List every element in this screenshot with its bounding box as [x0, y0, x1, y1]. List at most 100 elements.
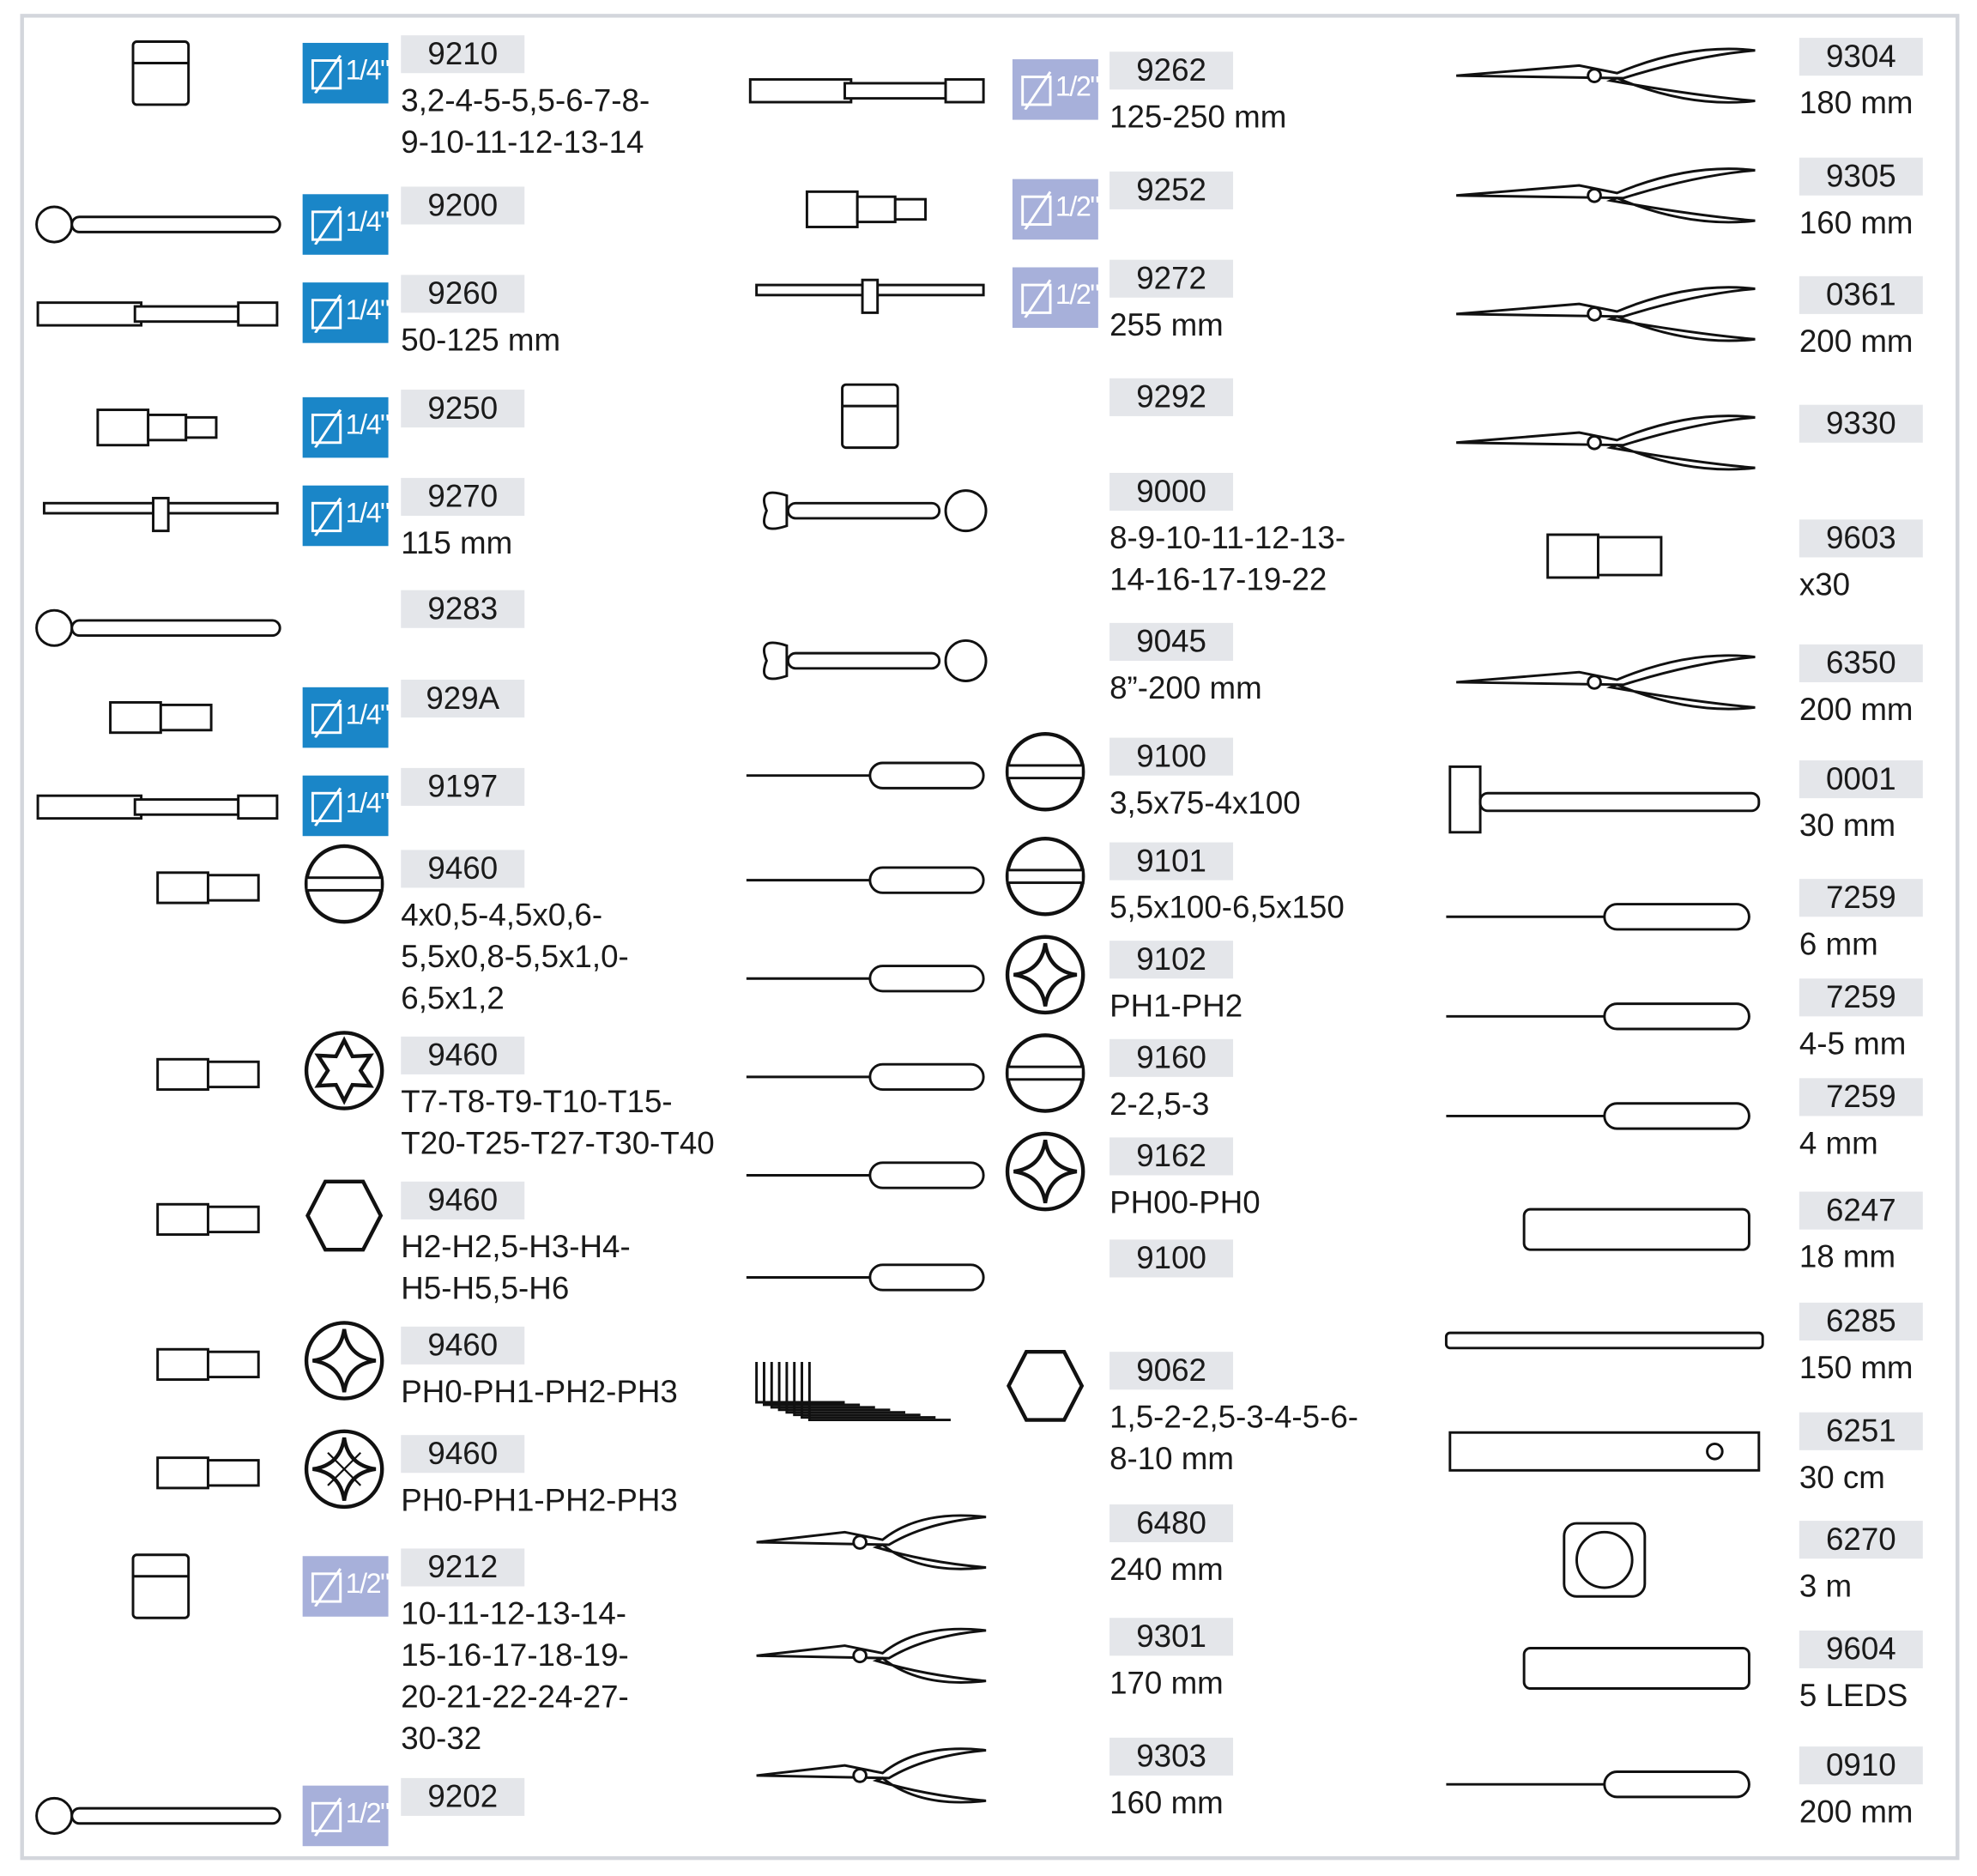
- item-code: 0361: [1799, 275, 1923, 314]
- square-drive-icon: [311, 54, 342, 94]
- item-spec: 2-2,5-3: [1109, 1086, 1210, 1123]
- hex-tip-icon: [1007, 1349, 1085, 1422]
- drive-size-label: 1/2": [1055, 70, 1100, 103]
- item-code: 9603: [1799, 519, 1923, 558]
- bit-icon: [156, 1347, 260, 1381]
- square-drive-icon: [311, 1797, 342, 1837]
- square-drive-icon: [311, 294, 342, 333]
- slotted-tip-icon: [1005, 731, 1085, 812]
- adjustable-wrench-icon: [763, 638, 988, 682]
- drive-size-label: 1/4": [345, 496, 390, 529]
- bit-icon: [156, 1202, 260, 1237]
- item-code: 9062: [1109, 1352, 1234, 1390]
- bit-icon: [156, 871, 260, 905]
- item-spec: 10-11-12-13-14-: [401, 1596, 627, 1632]
- drive-size-badge: 1/2": [1012, 59, 1100, 120]
- item-spec: 50-125 mm: [401, 323, 561, 359]
- socket-icon: [131, 40, 190, 106]
- square-drive-icon: [1021, 70, 1052, 110]
- item-spec: 200 mm: [1799, 1794, 1914, 1831]
- hex-tip-icon: [305, 1179, 384, 1252]
- item-spec: 9-10-11-12-13-14: [401, 124, 644, 160]
- item-code: 9197: [401, 767, 525, 806]
- item-code: 9305: [1799, 157, 1923, 196]
- item-spec: 30-32: [401, 1721, 482, 1757]
- drive-size-label: 1/2": [1055, 190, 1100, 222]
- drive-size-badge: 1/4": [302, 396, 390, 458]
- item-code: 9460: [401, 1326, 525, 1365]
- punch-icon: [1446, 1002, 1750, 1031]
- hex-key-set-icon: [755, 1361, 951, 1422]
- spirit-level-icon: [1448, 1431, 1761, 1472]
- item-spec: 14-16-17-19-22: [1109, 562, 1327, 598]
- square-drive-icon: [1021, 191, 1052, 230]
- item-spec: 30 cm: [1799, 1460, 1885, 1496]
- item-code: 9200: [401, 186, 525, 225]
- item-code: 9460: [401, 1036, 525, 1074]
- item-spec: x30: [1799, 567, 1851, 603]
- hacksaw-blade-icon: [1444, 1331, 1764, 1350]
- item-code: 6480: [1109, 1504, 1234, 1543]
- item-code: 6285: [1799, 1302, 1923, 1340]
- screwdriver-icon: [746, 866, 985, 894]
- drive-size-label: 1/4": [345, 786, 390, 819]
- item-spec: 3,5x75-4x100: [1109, 785, 1301, 821]
- drive-size-label: 1/2": [345, 1796, 390, 1829]
- item-code: 9301: [1109, 1618, 1234, 1656]
- square-drive-icon: [1021, 279, 1052, 318]
- square-drive-icon: [311, 206, 342, 245]
- tape-measure-icon: [1563, 1522, 1647, 1598]
- item-spec: 5,5x0,8-5,5x1,0-: [401, 939, 629, 975]
- chisel-icon: [1446, 903, 1750, 931]
- universal-joint-icon: [805, 190, 928, 228]
- electrician-pliers-icon: [1456, 286, 1756, 342]
- drive-size-badge: 1/2": [1012, 267, 1100, 329]
- slotted-tip-icon: [1005, 836, 1085, 917]
- bit-adapter-icon: [109, 700, 213, 735]
- item-code: 9330: [1799, 404, 1923, 443]
- item-spec: 3 m: [1799, 1568, 1853, 1605]
- item-code: 929A: [401, 680, 525, 718]
- drive-size-label: 1/4": [345, 205, 390, 238]
- item-code: 9212: [401, 1548, 525, 1587]
- torx-tip-icon: [304, 1031, 384, 1110]
- item-spec: 6 mm: [1799, 927, 1878, 963]
- item-spec: 8-10 mm: [1109, 1441, 1235, 1477]
- item-spec: 115 mm: [401, 525, 513, 561]
- item-code: 6247: [1799, 1191, 1923, 1230]
- item-code: 9250: [401, 390, 525, 428]
- ratchet-icon: [35, 1796, 281, 1835]
- adapter-icon: [841, 383, 899, 450]
- item-code: 0910: [1799, 1746, 1923, 1785]
- item-spec: 240 mm: [1109, 1552, 1224, 1588]
- item-code: 6350: [1799, 644, 1923, 682]
- item-spec: T7-T8-T9-T10-T15-: [401, 1084, 673, 1120]
- long-nose-pliers-icon: [756, 1627, 987, 1684]
- item-code: 9160: [1109, 1038, 1234, 1077]
- item-code: 6270: [1799, 1521, 1923, 1559]
- item-code: 9283: [401, 590, 525, 628]
- item-code: 9460: [401, 1181, 525, 1219]
- item-spec: 200 mm: [1799, 324, 1914, 360]
- item-code: 9292: [1109, 378, 1234, 416]
- square-drive-icon: [311, 699, 342, 738]
- item-code: 7259: [1799, 1078, 1923, 1117]
- drive-size-badge: 1/2": [1012, 179, 1100, 240]
- drive-size-label: 1/4": [345, 699, 390, 730]
- item-code: 9102: [1109, 941, 1234, 979]
- item-spec: 3,2-4-5-5,5-6-7-8-: [401, 82, 650, 119]
- item-spec: PH00-PH0: [1109, 1185, 1261, 1221]
- wire-stripper-icon: [756, 1747, 987, 1804]
- item-spec: H2-H2,5-H3-H4-: [401, 1229, 631, 1265]
- item-spec: 5,5x100-6,5x150: [1109, 890, 1345, 926]
- led-flashlight-icon: [1522, 1647, 1750, 1690]
- drive-size-label: 1/4": [345, 54, 390, 86]
- terminal-icon: [1546, 533, 1663, 579]
- drive-size-badge: 1/4": [302, 194, 390, 255]
- item-code: 9210: [401, 35, 525, 74]
- item-code: 9162: [1109, 1137, 1234, 1176]
- end-cutter-icon: [1456, 654, 1756, 711]
- item-code: 9262: [1109, 51, 1234, 90]
- bit-holder-icon: [36, 794, 279, 820]
- item-code: 9460: [401, 850, 525, 888]
